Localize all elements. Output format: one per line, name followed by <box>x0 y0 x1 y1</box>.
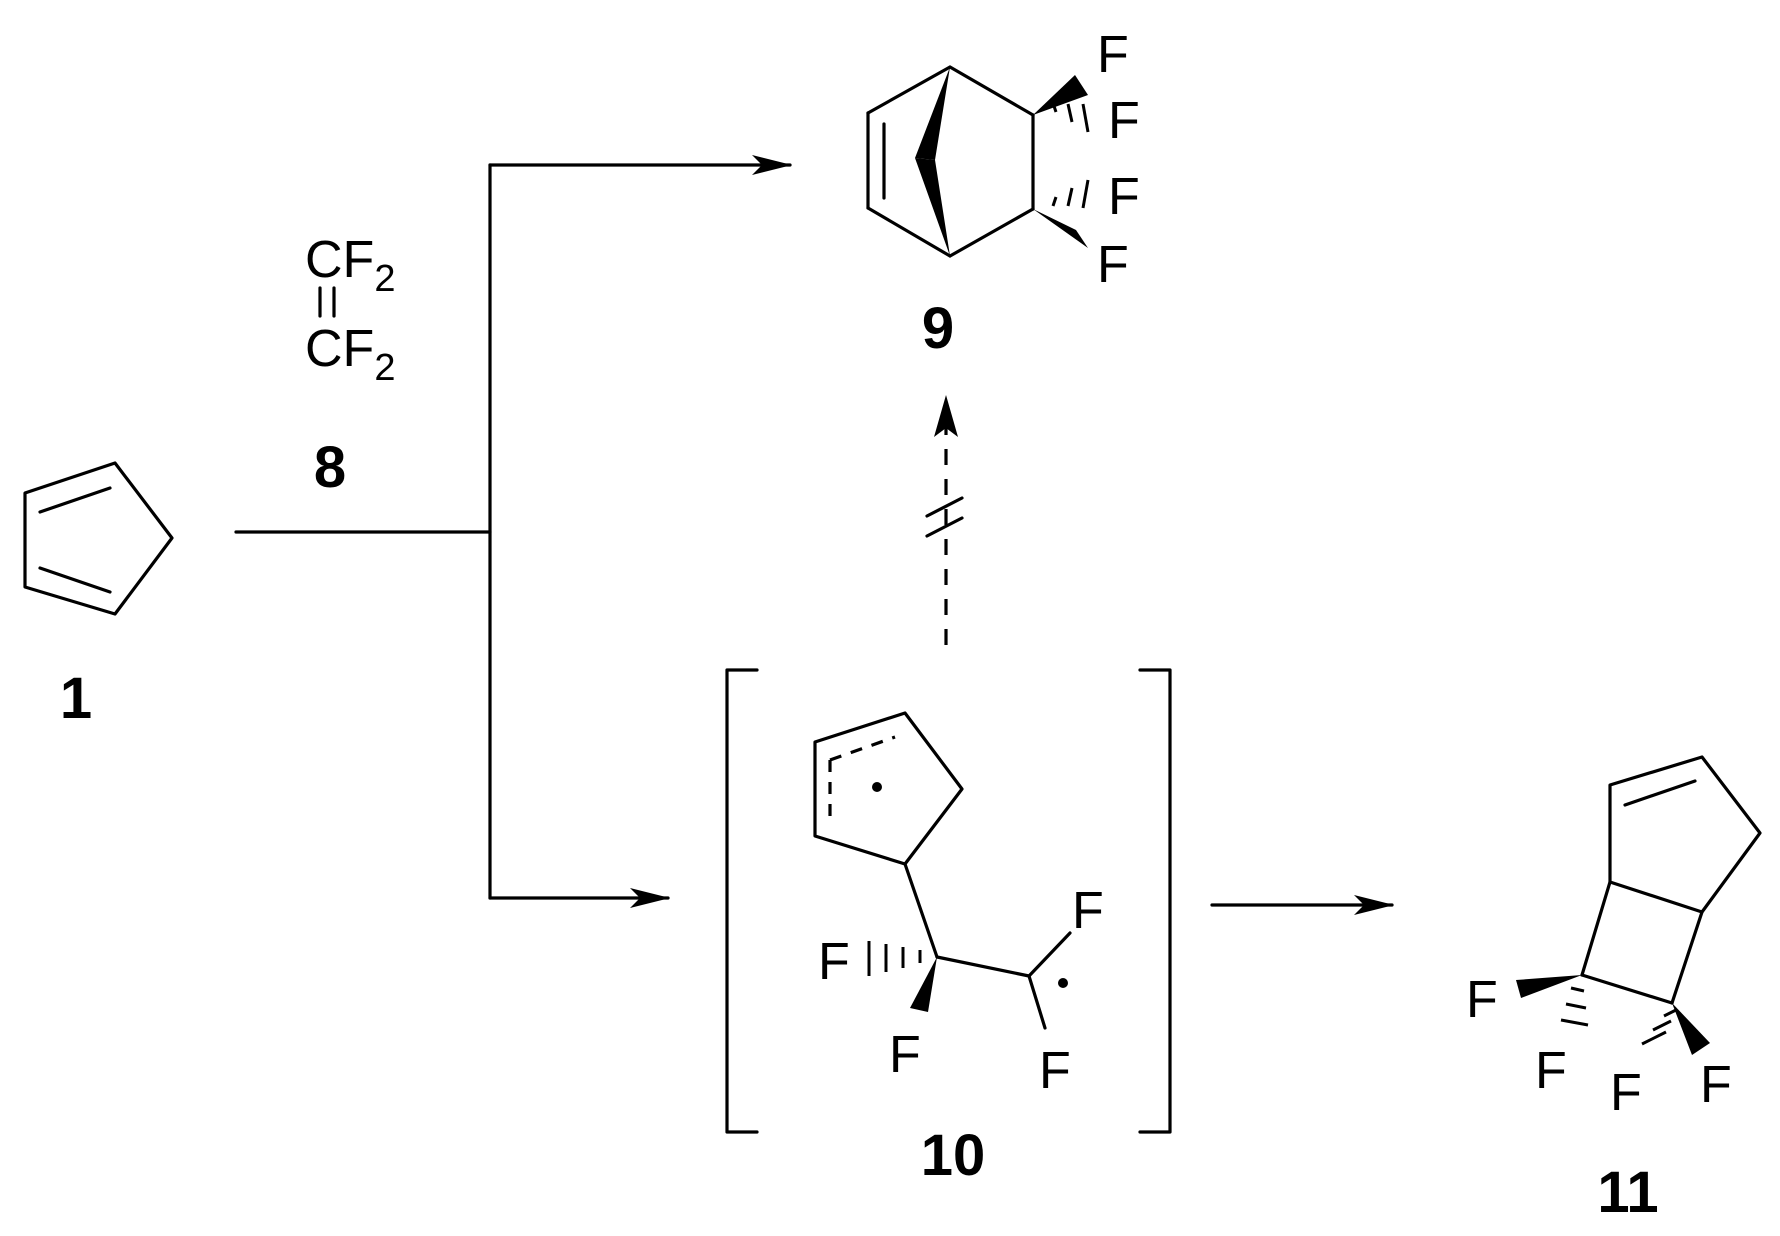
fluorine-atom: F <box>1535 1042 1567 1100</box>
reagent-bottom-group: CF2 <box>305 320 395 389</box>
norbornene-structure <box>866 65 1090 258</box>
diradical-intermediate <box>725 668 1172 1134</box>
left-bracket <box>725 668 759 1134</box>
fluorine-atom: F <box>1700 1056 1732 1114</box>
compound-label-10: 10 <box>921 1123 986 1188</box>
tetrafluoroethylene-reagent: CF2 CF2 <box>305 231 395 389</box>
fluorine-atom: F <box>1108 168 1140 226</box>
fluorine-atom: F <box>1097 26 1129 84</box>
compound-label-1: 1 <box>60 666 92 731</box>
compound-label-9: 9 <box>922 296 954 361</box>
forbidden-pathway-arrow <box>925 395 964 645</box>
right-bracket <box>1138 668 1172 1134</box>
bicycloheptene-structure <box>1516 755 1762 1055</box>
fluorine-atom: F <box>1039 1042 1071 1100</box>
reaction-arrows <box>234 155 1394 915</box>
fluorine-atom: F <box>889 1026 921 1084</box>
fluorine-atom: F <box>1610 1064 1642 1122</box>
fluorine-atom: F <box>1072 882 1104 940</box>
compound-label-8: 8 <box>314 435 346 500</box>
fluorine-atom: F <box>1466 971 1498 1029</box>
fluorine-atom: F <box>1097 236 1129 294</box>
compound-label-11: 11 <box>1597 1160 1658 1225</box>
reagent-top-group: CF2 <box>305 231 395 300</box>
fluorine-atom: F <box>818 933 850 991</box>
cyclopentadiene-structure <box>23 461 174 616</box>
fluorine-atom: F <box>1108 92 1140 150</box>
